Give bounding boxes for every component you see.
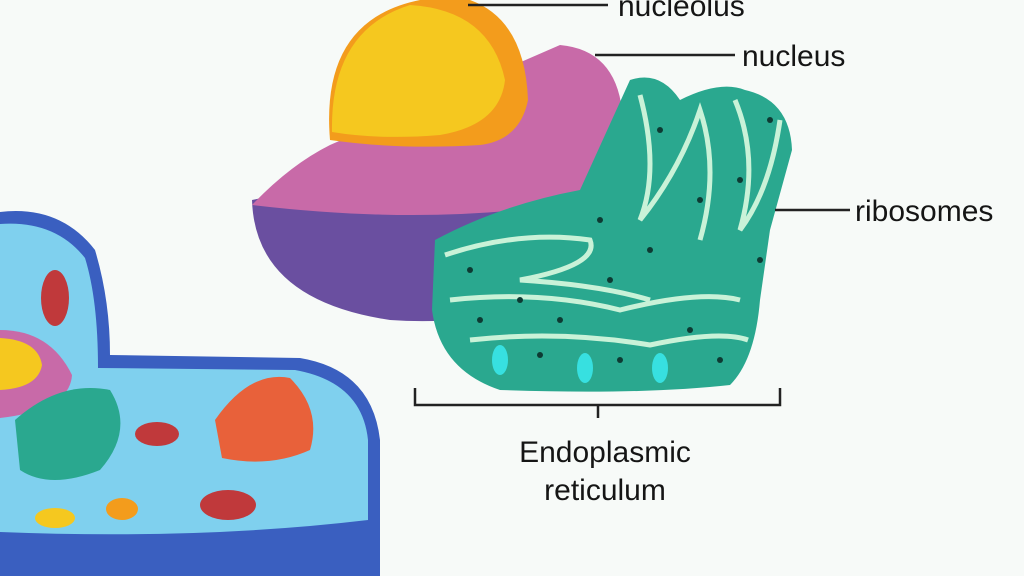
label-er-line2: reticulum	[544, 474, 666, 507]
er-folds	[444, 94, 783, 348]
label-nucleolus: nucleolus	[618, 0, 745, 23]
ribosome-dot	[657, 127, 663, 133]
mitochondrion	[135, 422, 179, 446]
label-er-line1: Endoplasmic	[519, 436, 691, 469]
mitochondrion	[200, 490, 256, 520]
ribosome-dot	[537, 352, 543, 358]
vesicle	[35, 508, 75, 528]
ribosome-dots	[467, 117, 773, 363]
ribosome-dot	[757, 257, 763, 263]
ribosome-dot	[617, 357, 623, 363]
golgi-apparatus	[215, 376, 314, 462]
label-ribosomes: ribosomes	[855, 195, 993, 228]
ribosome-dot	[767, 117, 773, 123]
ribosome-dot	[467, 267, 473, 273]
endoplasmic-reticulum	[432, 77, 792, 392]
ribosome-dot	[647, 247, 653, 253]
ribosome-dot	[607, 277, 613, 283]
er-openings	[492, 345, 668, 383]
ribosome-dot	[687, 327, 693, 333]
er-body	[432, 77, 792, 392]
ribosome-dot	[737, 177, 743, 183]
ribosome-dot	[517, 297, 523, 303]
er-bracket	[413, 388, 782, 418]
label-nucleus: nucleus	[742, 40, 845, 73]
animal-cell	[0, 211, 380, 576]
cell-er-small	[15, 388, 121, 480]
nucleolus-core	[331, 5, 505, 137]
ribosome-dot	[597, 217, 603, 223]
vesicle	[106, 498, 138, 520]
ribosome-dot	[717, 357, 723, 363]
ribosome-dot	[477, 317, 483, 323]
mitochondrion	[41, 270, 69, 326]
ribosome-dot	[557, 317, 563, 323]
cell-nucleolus-small	[0, 338, 42, 390]
ribosome-dot	[697, 197, 703, 203]
